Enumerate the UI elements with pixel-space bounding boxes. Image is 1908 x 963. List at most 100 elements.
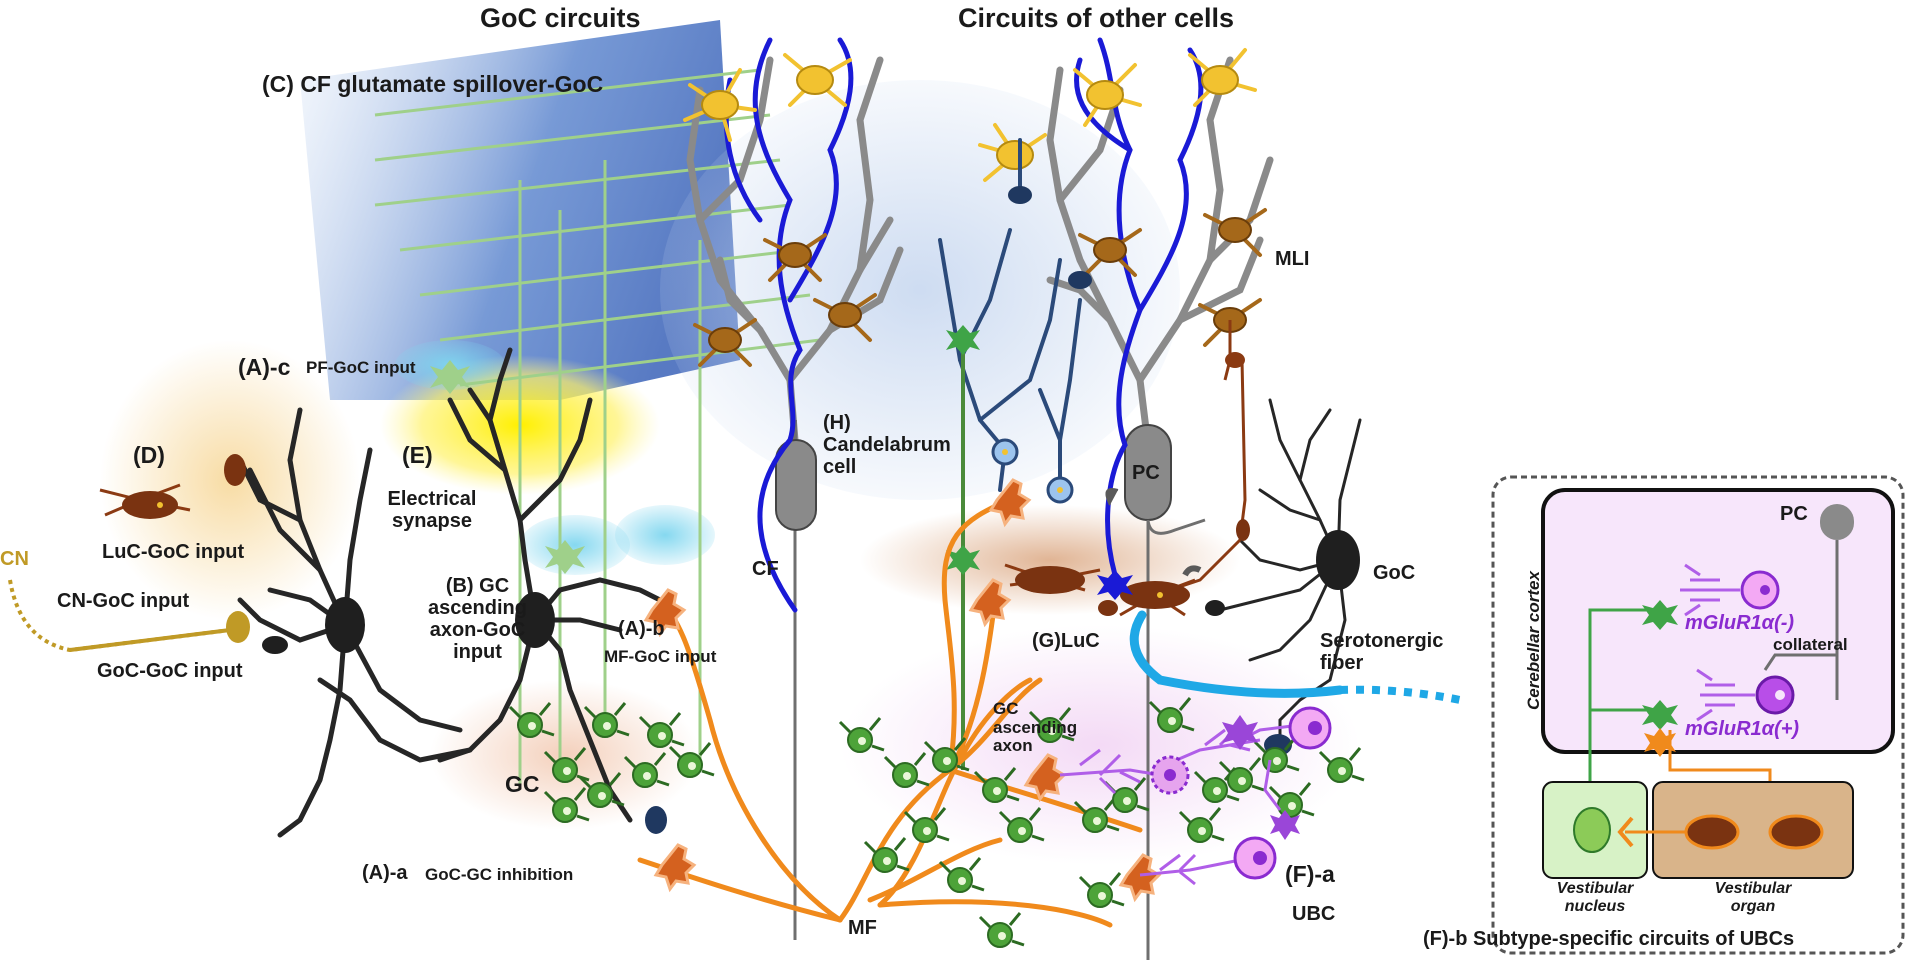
granule-nucleus — [1238, 777, 1246, 785]
label-cf: CF — [752, 558, 779, 580]
granule-nucleus — [603, 722, 611, 730]
granule-nucleus — [1273, 757, 1281, 765]
label-goc-input: GoC-GoC input — [97, 660, 243, 682]
candelabrum-cell — [775, 420, 817, 940]
granule-dendrite — [1218, 757, 1265, 792]
label-mli: MLI — [1275, 248, 1310, 270]
granule-nucleus — [1288, 802, 1296, 810]
granule-dendrite — [638, 712, 685, 747]
granule-dendrite — [978, 912, 1025, 947]
lugaro-cell-left — [99, 454, 246, 519]
label-goc: GoC — [1373, 562, 1416, 584]
granule-dendrite — [938, 857, 985, 892]
mf-rosettes — [643, 478, 1162, 903]
granule-dendrite — [863, 837, 910, 872]
label-aa: GoC-GC inhibition — [425, 865, 574, 884]
granule-nucleus — [1093, 817, 1101, 825]
header-other-circuits: Circuits of other cells — [958, 3, 1235, 33]
granule-nucleus — [658, 732, 666, 740]
granule-nucleus — [1123, 797, 1131, 805]
granule-nucleus — [563, 767, 571, 775]
granule-nucleus — [1198, 827, 1206, 835]
granule-dendrite — [508, 702, 555, 737]
granule-nucleus — [1213, 787, 1221, 795]
granule-dendrite — [883, 752, 930, 787]
granule-nucleus — [1168, 717, 1176, 725]
granule-nucleus — [858, 737, 866, 745]
inset-title: (F)-b Subtype-specific circuits of UBCs — [1423, 928, 1795, 950]
header-goc-circuits: GoC circuits — [480, 3, 641, 33]
granule-dendrite — [903, 807, 950, 842]
granule-nucleus — [883, 857, 891, 865]
label-cf-spillover: (C) CF glutamate spillover-GoC — [262, 71, 604, 97]
granule-dendrite — [1028, 707, 1075, 742]
granule-nucleus — [1048, 727, 1056, 735]
label-ab: MF-GoC input — [604, 647, 717, 666]
granule-cells — [508, 697, 1365, 948]
granule-nucleus — [903, 772, 911, 780]
golgi-cell-left — [317, 347, 663, 823]
granule-dendrite — [583, 702, 630, 737]
granule-dendrite — [838, 717, 885, 752]
inset-cortex-label: Cerebellar cortex — [1524, 571, 1543, 710]
lugaro-cell-right — [1004, 359, 1250, 617]
granule-dendrite — [1318, 747, 1365, 782]
label-aa-prefix: (A)-a — [362, 862, 408, 884]
label-cn-input: CN-GoC input — [57, 590, 190, 612]
mossy-fibers — [637, 497, 1143, 928]
inset-panel — [1491, 475, 1905, 955]
label-fa: (F)-a — [1285, 861, 1335, 887]
granule-dendrite — [1178, 807, 1225, 842]
mli-cells — [683, 48, 1267, 381]
label-mf: MF — [848, 917, 877, 939]
granule-dendrite — [1148, 697, 1195, 732]
granule-nucleus — [1098, 892, 1106, 900]
label-cn: CN — [0, 548, 29, 570]
gc-ascending-axon-right — [946, 325, 980, 770]
granule-nucleus — [993, 787, 1001, 795]
golgi-cell-far-left — [237, 407, 463, 838]
label-d: (D) — [133, 442, 165, 468]
purkinje-dendrite-left — [686, 56, 904, 444]
granule-dendrite — [998, 807, 1045, 842]
label-gc: GC — [505, 771, 540, 797]
granule-dendrite — [1078, 872, 1125, 907]
granule-nucleus — [1018, 827, 1026, 835]
granule-nucleus — [1338, 767, 1346, 775]
inset-neg-label: mGluR1α(-) — [1685, 612, 1795, 634]
small-blue-cells — [991, 438, 1074, 504]
granule-dendrite — [623, 752, 670, 787]
cn-input-fiber — [8, 579, 231, 653]
granule-dendrite — [543, 787, 590, 822]
granule-dendrite — [923, 737, 970, 772]
granule-dendrite — [973, 767, 1020, 802]
granule-nucleus — [688, 762, 696, 770]
granule-nucleus — [563, 807, 571, 815]
label-luc-input: LuC-GoC input — [102, 541, 245, 563]
granule-dendrite — [668, 742, 715, 777]
granule-nucleus — [598, 792, 606, 800]
granule-nucleus — [643, 772, 651, 780]
serotonergic-fiber — [1129, 610, 1345, 698]
granule-nucleus — [923, 827, 931, 835]
label-ubc: UBC — [1292, 903, 1336, 925]
label-pc: PC — [1132, 462, 1160, 484]
granule-nucleus — [998, 932, 1006, 940]
purkinje-cell-right — [1046, 56, 1274, 960]
label-ab-prefix: (A)-b — [618, 618, 665, 640]
granule-dendrite — [578, 772, 625, 807]
label-pf-prefix: (A)-c — [238, 354, 291, 380]
granule-dendrite — [1268, 782, 1315, 817]
granule-nucleus — [528, 722, 536, 730]
inset-collateral-label: collateral — [1773, 635, 1848, 654]
granule-nucleus — [943, 757, 951, 765]
golgi-soma-center — [515, 592, 555, 648]
